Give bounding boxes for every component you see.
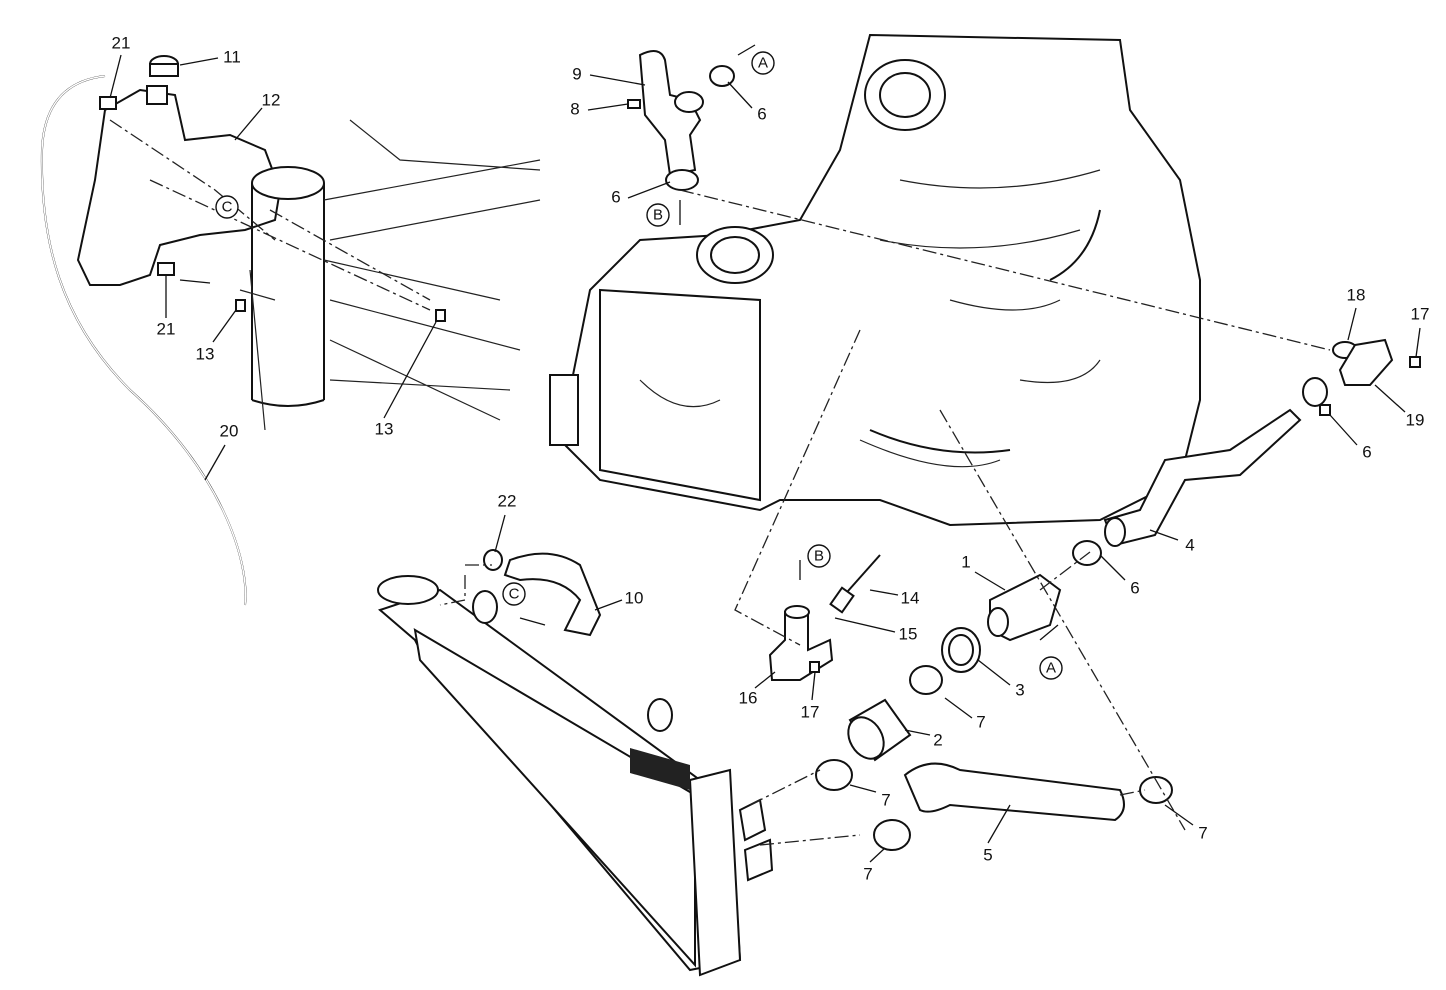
callouts: 21 11 12 9 8 6 6 21 13 13 20 18 17 19 6 … [112, 33, 1430, 883]
callout-22: 22 [498, 491, 517, 510]
assembly-lines [109, 119, 1331, 846]
callout-6: 6 [757, 104, 766, 123]
callout-7: 7 [881, 790, 890, 809]
engine [549, 33, 1201, 527]
svg-text:C: C [509, 586, 520, 603]
thermostat [941, 540, 1102, 673]
svg-text:A: A [1046, 660, 1056, 677]
callout-18: 18 [1347, 285, 1366, 304]
reference-markers: A B C B C A [215, 51, 1063, 680]
callout-4: 4 [1185, 535, 1194, 554]
hose-20 [40, 75, 247, 606]
reference-c: C [215, 195, 239, 219]
hose-10 [483, 549, 602, 637]
callout-3: 3 [1015, 680, 1024, 699]
callout-1: 1 [961, 552, 970, 571]
callout-20: 20 [220, 421, 239, 440]
thermostat-outlet [627, 50, 735, 191]
svg-text:B: B [814, 548, 824, 565]
callout-13: 13 [375, 419, 394, 438]
callout-11: 11 [223, 47, 241, 66]
sensor-and-housing [768, 554, 881, 681]
callout-21: 21 [112, 33, 131, 52]
hose-4 [1103, 408, 1302, 547]
reference-b: B [807, 544, 831, 568]
expansion-tank [76, 55, 282, 286]
callout-21: 21 [157, 319, 176, 338]
callout-17: 17 [801, 702, 820, 721]
callout-15: 15 [899, 624, 918, 643]
svg-text:B: B [653, 207, 663, 224]
callout-9: 9 [572, 64, 581, 83]
reference-b: B [646, 203, 670, 227]
reference-c: C [502, 582, 526, 606]
callout-17: 17 [1411, 304, 1430, 323]
callout-12: 12 [262, 90, 281, 109]
hose-2 [815, 665, 1173, 851]
radiator [377, 575, 774, 977]
part-19 [1302, 338, 1421, 416]
callout-8: 8 [570, 99, 579, 118]
reference-a: A [751, 51, 775, 75]
svg-text:C: C [222, 199, 233, 216]
svg-text:A: A [758, 55, 768, 72]
callout-7: 7 [863, 864, 872, 883]
reference-a: A [1039, 656, 1063, 680]
callout-5: 5 [983, 845, 992, 864]
callout-6: 6 [611, 187, 620, 206]
callout-6: 6 [1130, 578, 1139, 597]
callout-2: 2 [933, 730, 942, 749]
callout-16: 16 [739, 688, 758, 707]
callout-7: 7 [976, 712, 985, 731]
hose-5 [903, 762, 1125, 822]
callout-14: 14 [901, 588, 920, 607]
leader-lines [109, 44, 1421, 863]
callout-7: 7 [1198, 823, 1207, 842]
callout-10: 10 [625, 588, 644, 607]
callout-19: 19 [1406, 410, 1425, 429]
callout-13: 13 [196, 344, 215, 363]
frame [235, 119, 541, 431]
callout-6: 6 [1362, 442, 1371, 461]
